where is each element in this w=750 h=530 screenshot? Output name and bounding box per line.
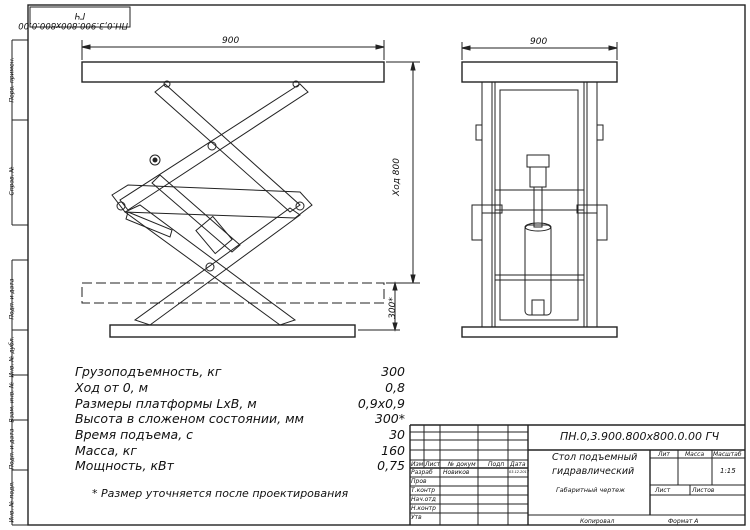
product-name-line1: Стол подъемный	[552, 452, 638, 463]
scale-label: Масштаб	[713, 451, 742, 458]
col-sign: Подп	[488, 461, 505, 468]
col-izm: Изм	[411, 461, 424, 468]
col-list: Лист	[425, 461, 441, 468]
col-date: Дата	[510, 461, 526, 468]
top-stamp: ПН.0,3.900.800х800.0.00 ГЧ	[18, 10, 128, 30]
designation: ПН.0,3.900.800х800.0.00 ГЧ	[560, 430, 720, 443]
side-view	[461, 42, 618, 338]
role-utv: Утв	[411, 514, 422, 521]
role-nkontr: Н.контр	[411, 505, 436, 512]
date-razrab: 03.12.2017	[509, 470, 530, 474]
doc-type: Габаритный чертеж	[556, 486, 626, 494]
copied-label: Копировал	[580, 518, 615, 525]
sidebar-label: Инв. № дубл.	[8, 336, 16, 378]
role-prov: Пров	[411, 478, 427, 485]
format-label: Формат А	[668, 518, 699, 525]
role-razrab: Разраб	[411, 469, 433, 476]
sidebar-label: Подп. и дата	[8, 428, 16, 470]
title-block	[409, 424, 745, 525]
sidebar-label: Взам. инв. №	[8, 381, 16, 423]
sidebar-label: Справ. №	[8, 166, 16, 196]
travel-dim: Ход 800	[391, 158, 402, 196]
product-name-line2: гидравлический	[552, 466, 635, 477]
sidebar-label: Перв. примен.	[8, 57, 16, 103]
front-width-dim: 900	[222, 36, 240, 46]
role-tkontr: Т.контр	[411, 487, 436, 494]
sidebar-label: Инв. № подл.	[8, 481, 16, 523]
role-nachotd: Нач.отд	[411, 496, 436, 503]
name-razrab: Новиков	[443, 469, 470, 476]
side-width-dim: 900	[530, 37, 548, 47]
sheet-label: Лист	[655, 487, 671, 494]
mass-label: Масса	[685, 451, 705, 458]
height-dim: 300*	[387, 297, 398, 319]
front-view	[81, 40, 420, 338]
lit-label: Лит	[658, 451, 670, 458]
sidebar-label: Подп. и дата	[8, 278, 16, 320]
col-doc: № докум	[448, 461, 476, 468]
sheets-label: Листов	[692, 487, 715, 494]
footnote: * Размер уточняется после проектирования	[92, 487, 349, 500]
scale-value: 1:15	[720, 467, 736, 475]
